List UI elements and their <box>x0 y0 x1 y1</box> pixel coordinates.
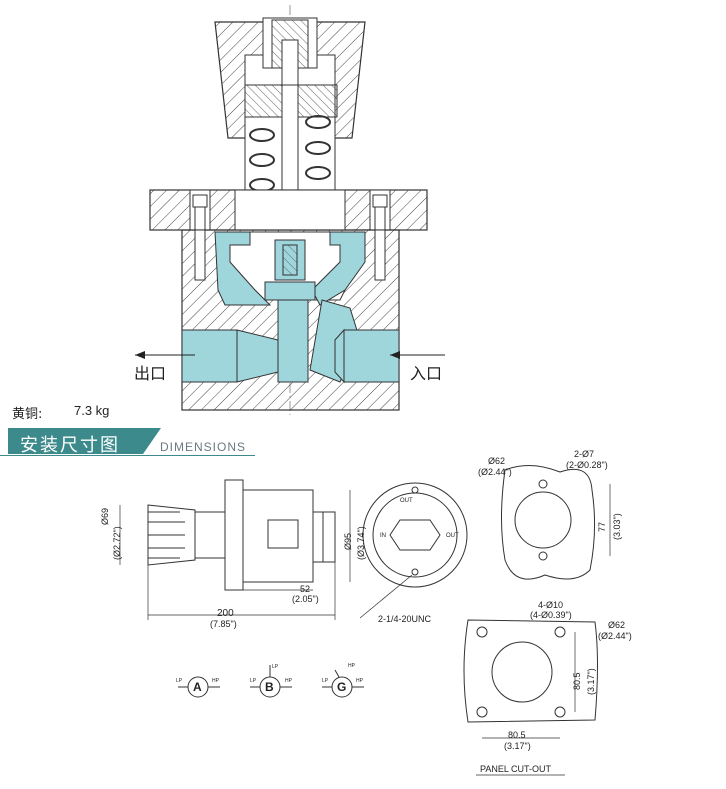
dim-h77: 77 <box>597 521 607 532</box>
dim-body-dia-in: (Ø2.72") <box>112 526 122 560</box>
dim-holes-4: 4-Ø10 <box>538 600 564 610</box>
material-label: 黄铜: <box>12 407 43 422</box>
dim-port-dia-in: (Ø3.74") <box>356 526 366 560</box>
section-subtitle: DIMENSIONS <box>160 440 247 454</box>
section-title: 安装尺寸图 <box>20 435 120 456</box>
dim-holes-2-in: (2-Ø0.28") <box>566 460 608 470</box>
side-view <box>147 479 336 591</box>
bonnet <box>214 17 366 196</box>
dim-h805-in: (3.17") <box>586 668 596 695</box>
port-out-right: OUT <box>446 533 459 539</box>
dim-w805: 80.5 <box>508 730 526 740</box>
panel-4-hole <box>463 619 598 723</box>
orient-b-hp: HP <box>285 678 292 684</box>
outlet-arrow <box>135 351 195 359</box>
inlet-arrow <box>390 351 445 359</box>
dim-len-52-in: (2.05") <box>292 594 319 604</box>
dim-holes-4-in: (4-Ø0.39") <box>530 610 572 620</box>
dim-len-200: 200 <box>217 608 234 619</box>
orient-b-lp2: LP <box>250 678 257 684</box>
dim-thread: 2-1/4-20UNC <box>378 614 432 624</box>
dim-len-200-in: (7.85") <box>210 619 237 629</box>
orient-a-lp: LP <box>176 678 183 684</box>
dim-body-dia: Ø69 <box>100 507 110 525</box>
orient-g-hp: HP <box>356 678 363 684</box>
dim-holes-2: 2-Ø7 <box>574 449 595 459</box>
dim-len-52: 52 <box>300 584 311 594</box>
dim-w805-in: (3.17") <box>504 741 531 751</box>
dim-h77-in: (3.03") <box>612 513 622 540</box>
outlet-label: 出口 <box>134 364 167 383</box>
orient-b: B <box>265 680 274 694</box>
port-in: IN <box>380 533 386 539</box>
dim-port-dia: Ø95 <box>343 532 353 550</box>
dim-panel-dia2: Ø62 <box>608 620 626 630</box>
port-out-top: OUT <box>400 498 413 504</box>
dim-h805: 80.5 <box>572 672 582 690</box>
section-header-tab <box>8 428 161 454</box>
valve-body <box>181 229 400 411</box>
orient-g: G <box>337 680 347 694</box>
dim-panel-dia: Ø62 <box>488 456 506 466</box>
orient-a: A <box>193 680 202 694</box>
orient-a-hp: HP <box>212 678 219 684</box>
regulator-cross-section <box>135 5 445 415</box>
dim-panel-dia-in: (Ø2.44") <box>478 467 512 477</box>
orient-b-lp: LP <box>272 664 279 670</box>
orient-g-lp: LP <box>322 678 329 684</box>
inlet-label: 入口 <box>410 364 443 383</box>
orient-g-hp2: HP <box>348 663 355 669</box>
dim-panel-dia2-in: (Ø2.44") <box>598 631 632 641</box>
panel-2-hole <box>501 465 596 580</box>
header-underline <box>0 455 255 456</box>
panel-caption: PANEL CUT-OUT <box>480 764 552 774</box>
material-weight: 7.3 kg <box>74 403 110 418</box>
